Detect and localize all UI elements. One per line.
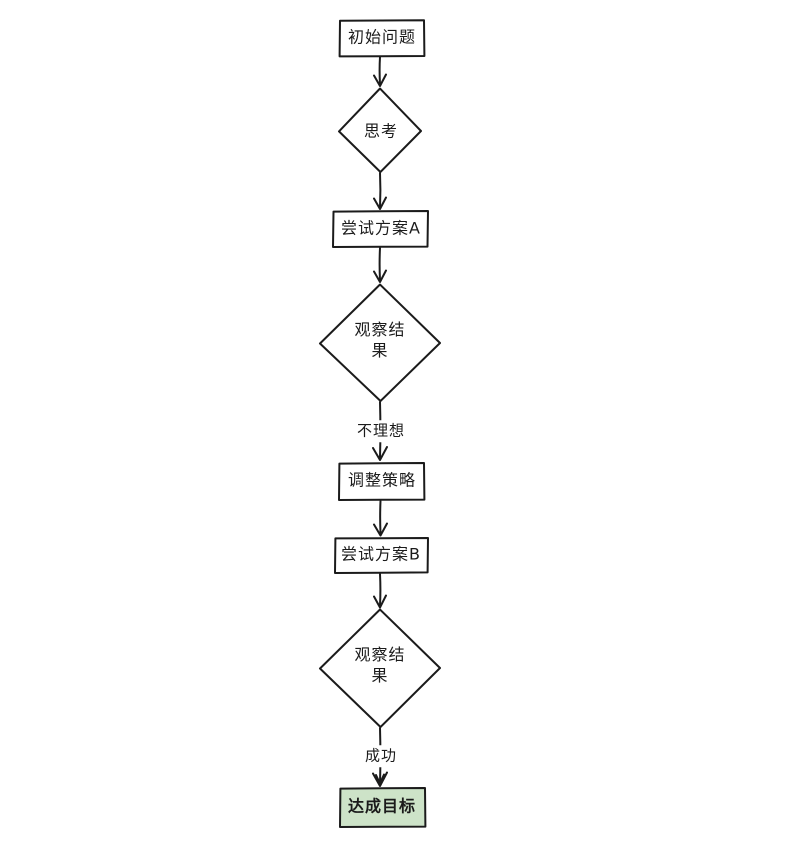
node-observe-b-label: 观察结果 — [354, 645, 406, 685]
arrow-adjust-tryb — [373, 500, 388, 537]
node-observe-a-label: 观察结果 — [354, 320, 406, 360]
node-goal-label: 达成目标 — [347, 796, 417, 816]
node-try-b-label: 尝试方案B — [341, 544, 421, 564]
node-adjust-shape — [338, 462, 426, 501]
arrow-start-think — [373, 56, 387, 87]
node-start-label: 初始问题 — [347, 27, 417, 47]
node-adjust-label: 调整策略 — [347, 470, 417, 490]
node-goal-shape — [339, 787, 427, 828]
node-try-a-shape — [332, 210, 429, 248]
arrow-trya-observea — [373, 247, 387, 283]
arrow-tryb-observeb — [373, 573, 387, 609]
node-try-a-label: 尝试方案A — [341, 218, 421, 238]
edge-label-success: 成功 — [361, 745, 401, 767]
edge-label-not-ideal: 不理想 — [353, 420, 409, 442]
node-try-b-shape — [334, 537, 429, 574]
node-observe-a-shape — [319, 283, 441, 402]
node-start-shape — [338, 19, 426, 58]
arrow-think-trya — [373, 172, 387, 210]
node-think-shape — [338, 87, 422, 173]
node-observe-b-shape — [319, 608, 441, 728]
node-think-label: 思考 — [363, 121, 399, 141]
